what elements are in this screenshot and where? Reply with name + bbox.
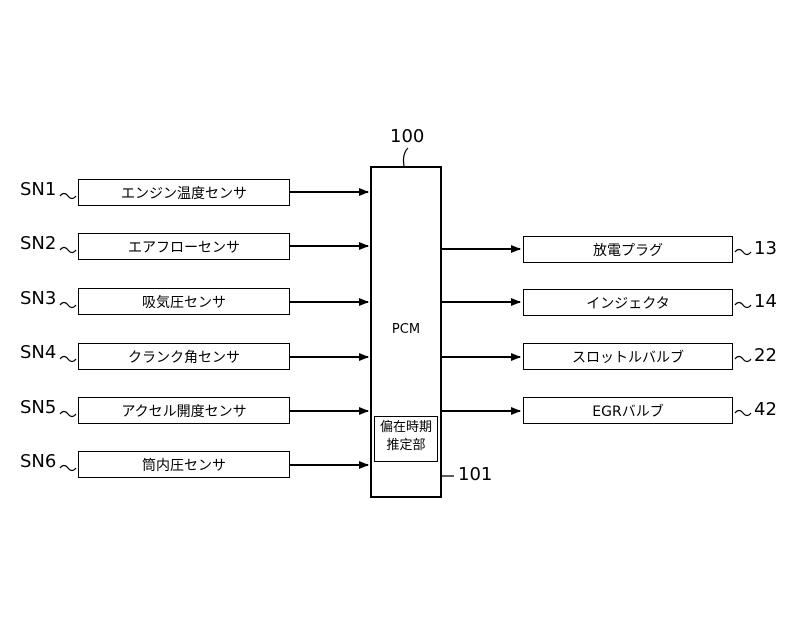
sensor-id-1: SN1 bbox=[20, 179, 57, 200]
tilde-2 bbox=[59, 246, 77, 254]
actuator-box-14: インジェクタ bbox=[523, 289, 733, 316]
actuator-box-13: 放電プラグ bbox=[523, 236, 733, 263]
sensor-box-4: クランク角センサ bbox=[78, 343, 290, 370]
sensor-id-2: SN2 bbox=[20, 233, 57, 254]
sensor-id-4: SN4 bbox=[20, 342, 57, 363]
sensor-box-1: エンジン温度センサ bbox=[78, 179, 290, 206]
sensor-id-6: SN6 bbox=[20, 451, 57, 472]
sub-unit-ref: 101 bbox=[458, 464, 493, 485]
actuator-id-22: 22 bbox=[754, 345, 777, 366]
actuator-box-22: スロットルバルブ bbox=[523, 343, 733, 370]
tilde-14 bbox=[734, 301, 752, 309]
sub-unit-block: 偏在時期 推定部 bbox=[374, 416, 438, 462]
tilde-6 bbox=[59, 464, 77, 472]
sub-unit-line1: 偏在時期 bbox=[379, 420, 432, 435]
tilde-5 bbox=[59, 410, 77, 418]
sensor-box-6: 筒内圧センサ bbox=[78, 451, 290, 478]
pcm-label: PCM bbox=[391, 322, 421, 337]
sensor-box-5: アクセル開度センサ bbox=[78, 397, 290, 424]
controller-ref: 100 bbox=[390, 126, 425, 147]
tilde-1 bbox=[59, 192, 77, 200]
actuator-id-14: 14 bbox=[754, 291, 777, 312]
tilde-42 bbox=[734, 409, 752, 417]
actuator-box-42: EGRバルブ bbox=[523, 397, 733, 424]
tilde-22 bbox=[734, 355, 752, 363]
leader-100 bbox=[402, 147, 409, 167]
sensor-box-2: エアフローセンサ bbox=[78, 233, 290, 260]
tilde-4 bbox=[59, 355, 77, 363]
tilde-13 bbox=[734, 248, 752, 256]
actuator-id-42: 42 bbox=[754, 399, 777, 420]
sub-unit-line2: 推定部 bbox=[386, 438, 426, 453]
sensor-id-5: SN5 bbox=[20, 397, 57, 418]
tilde-3 bbox=[59, 301, 77, 309]
actuator-id-13: 13 bbox=[754, 238, 777, 259]
sensor-box-3: 吸気圧センサ bbox=[78, 288, 290, 315]
sensor-id-3: SN3 bbox=[20, 288, 57, 309]
